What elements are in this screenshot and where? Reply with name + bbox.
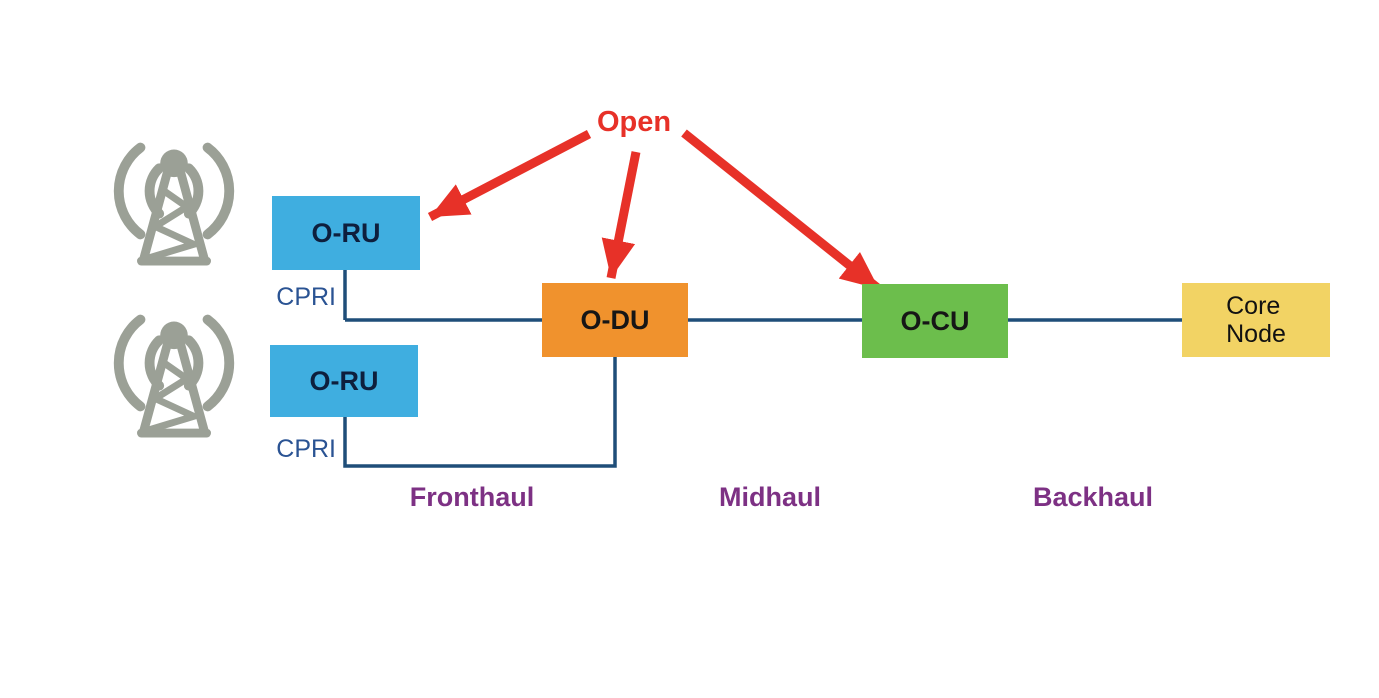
antenna-tower-icon xyxy=(100,112,248,270)
open-arrow-to-oru xyxy=(427,130,592,221)
odu-label: O-DU xyxy=(580,304,650,335)
ocu-label: O-CU xyxy=(900,305,970,336)
ocu-node: O-CU xyxy=(862,284,1008,358)
oru-top-node: O-RU xyxy=(272,196,420,270)
open-arrow-to-ocu xyxy=(681,129,882,293)
open-arrow-to-odu xyxy=(601,151,641,279)
cpri-label-top: CPRI xyxy=(276,283,336,311)
midhaul-label: Midhaul xyxy=(719,482,821,512)
odu-node: O-DU xyxy=(542,283,688,357)
fronthaul-label: Fronthaul xyxy=(409,482,535,512)
core-node-label: Core Node xyxy=(1226,291,1286,349)
line-oru-bottom-to-odu xyxy=(343,357,617,468)
oru-bottom-label: O-RU xyxy=(309,365,379,396)
core-node: Core Node xyxy=(1182,283,1330,357)
open-annotation: Open xyxy=(596,106,672,138)
antenna-tower-icon xyxy=(100,284,248,442)
oru-bottom-node: O-RU xyxy=(270,345,418,417)
cpri-label-bottom: CPRI xyxy=(276,435,336,463)
backhaul-label: Backhaul xyxy=(1032,482,1154,512)
oru-top-label: O-RU xyxy=(311,217,381,248)
